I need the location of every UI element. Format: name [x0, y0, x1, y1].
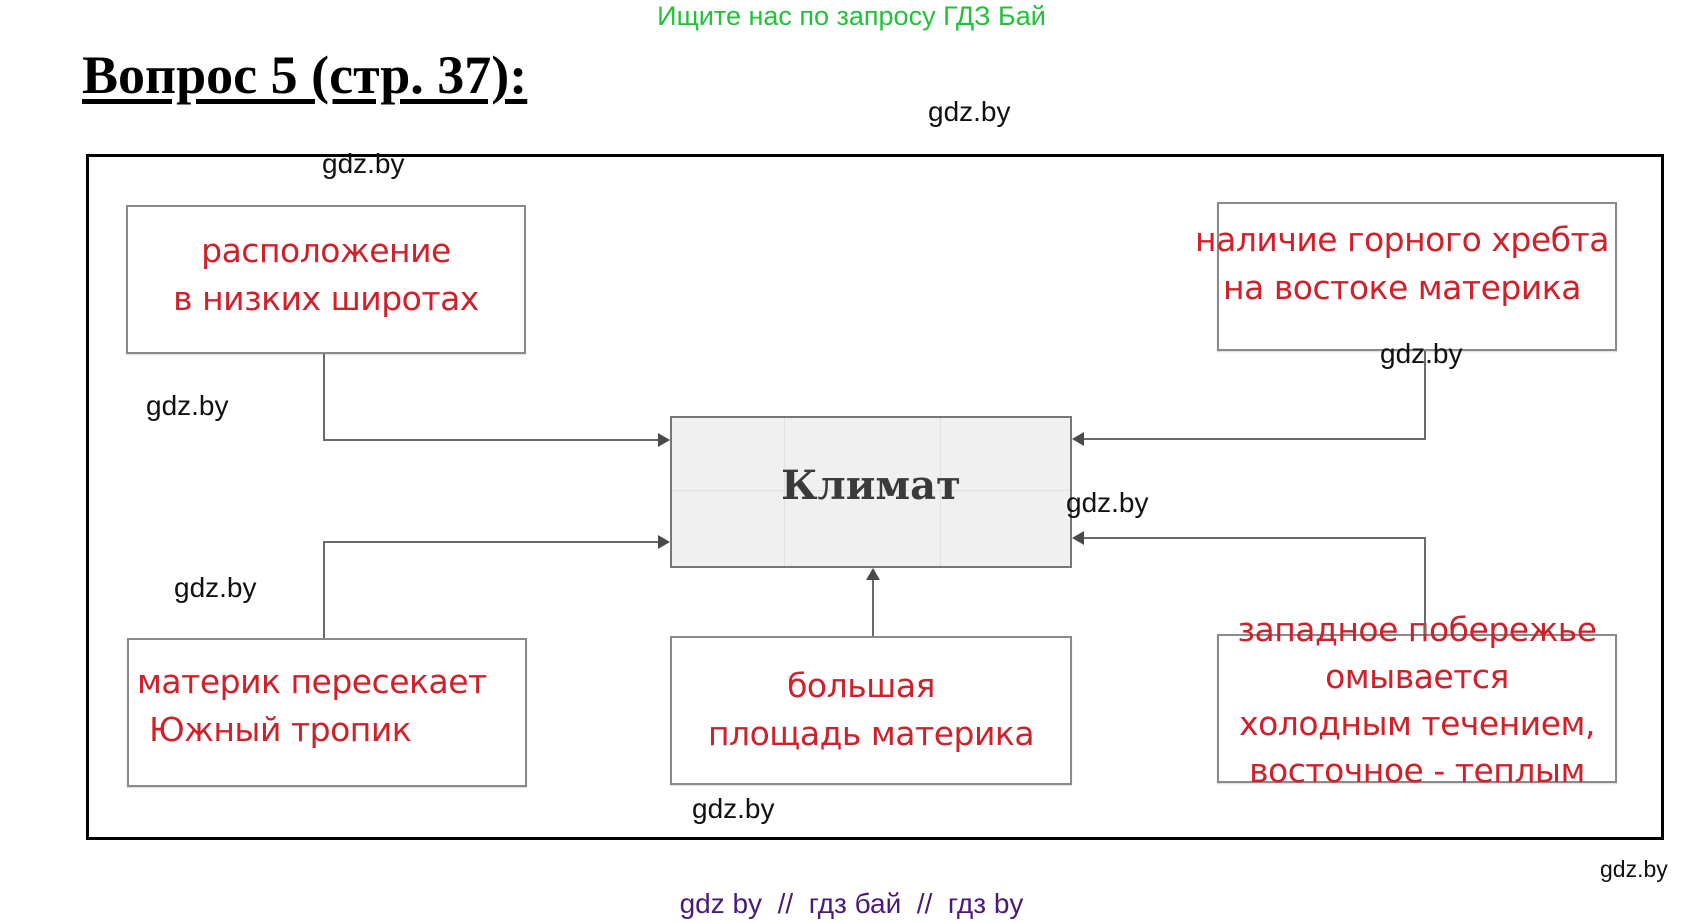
watermark: gdz.by: [692, 793, 775, 824]
connector-line: [872, 580, 874, 636]
factor-text: расположение в низких широтах: [128, 227, 524, 323]
factor-text: наличие горного хребта на востоке матери…: [1179, 216, 1625, 312]
arrow-right-icon: [658, 535, 670, 549]
connector-line: [1084, 537, 1426, 539]
connector-line: [323, 354, 325, 440]
connector-line: [323, 439, 659, 441]
footer-links: gdz by // гдз бай // гдз by: [679, 888, 1024, 919]
factor-line: в низких широтах: [173, 279, 479, 318]
diagram-frame: [86, 154, 1664, 840]
grid-line: [672, 490, 1070, 491]
factor-line: западное побережье: [1237, 610, 1597, 649]
watermark: gdz.by: [174, 572, 257, 603]
connector-line: [1084, 438, 1426, 440]
watermark: gdz.by: [146, 390, 229, 421]
factor-line: холодным течением,: [1239, 704, 1595, 743]
connector-line: [323, 541, 659, 543]
factor-box-mountains: наличие горного хребта на востоке матери…: [1195, 202, 1617, 351]
climate-center-box: Климат: [670, 416, 1072, 568]
factor-text: большая площадь материка: [672, 662, 1070, 758]
watermark: gdz.by: [1380, 338, 1463, 369]
factor-box-currents: западное побережье омывается холодным те…: [1217, 610, 1617, 790]
arrow-left-icon: [1072, 432, 1084, 446]
connector-line: [1424, 537, 1426, 634]
watermark: gdz.by: [928, 96, 1011, 127]
factor-line: площадь материка: [707, 714, 1035, 753]
watermark: gdz.by: [322, 148, 405, 179]
climate-label: Климат: [781, 462, 961, 509]
factor-text: материк пересекает Южный тропик: [137, 658, 487, 754]
arrow-right-icon: [658, 433, 670, 447]
factor-line: материк пересекает: [137, 662, 487, 701]
factor-line: на востоке материка: [1223, 268, 1581, 307]
factor-line: расположение: [201, 231, 451, 270]
connector-line: [323, 541, 325, 638]
question-heading: Вопрос 5 (стр. 37):: [82, 45, 528, 105]
factor-line: омывается: [1325, 657, 1509, 696]
search-banner: Ищите нас по запросу ГДЗ Бай: [657, 1, 1046, 31]
arrow-up-icon: [866, 568, 880, 580]
factor-text: западное побережье омывается холодным те…: [1219, 606, 1615, 794]
factor-box-area: большая площадь материка: [670, 636, 1072, 785]
factor-line: большая: [787, 666, 935, 705]
grid-line: [784, 418, 785, 566]
factor-line: наличие горного хребта: [1195, 220, 1609, 259]
grid-line: [940, 418, 941, 566]
factor-box-tropic: материк пересекает Южный тропик: [127, 638, 527, 787]
arrow-left-icon: [1072, 531, 1084, 545]
watermark: gdz.by: [1600, 856, 1668, 882]
watermark: gdz.by: [1066, 487, 1149, 518]
factor-box-latitude: расположение в низких широтах: [126, 205, 526, 354]
factor-line: Южный тропик: [149, 710, 412, 749]
factor-line: восточное - теплым: [1249, 751, 1585, 790]
connector-line: [1424, 351, 1426, 440]
